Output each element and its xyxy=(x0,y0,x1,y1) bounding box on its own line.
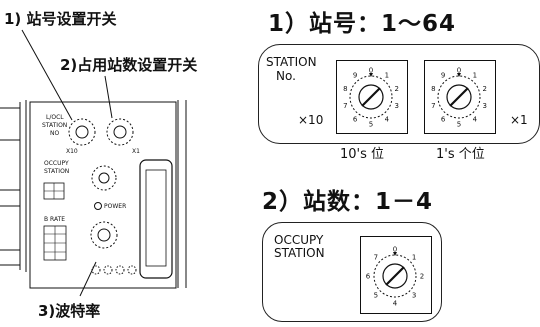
ones-rotary-switch[interactable]: 0 12 34 5 67 89 xyxy=(430,64,488,129)
dial-knob xyxy=(382,263,408,289)
dial-ring xyxy=(349,75,393,119)
dial-digit: 2 xyxy=(394,85,398,93)
dial-pointer xyxy=(369,73,373,77)
occupy-panel-title-line1: OCCUPY xyxy=(274,233,324,247)
dial-digit: 0 xyxy=(393,246,397,254)
dial-ring xyxy=(437,75,481,119)
tens-dial-frame xyxy=(336,60,408,134)
dial-digit: 3 xyxy=(412,292,416,300)
heading-station-count: 2）站数：1－4 xyxy=(262,189,434,215)
device-l-station-line1: L/OCL xyxy=(46,114,64,121)
dial-digit: 4 xyxy=(393,300,398,308)
dial-digit: 4 xyxy=(473,115,478,123)
dial-digit: 9 xyxy=(441,72,445,80)
device-x1-label: X1 xyxy=(132,148,140,155)
dial-pointer xyxy=(393,252,397,256)
dial-digit: 1 xyxy=(473,72,477,80)
dial-digit: 1 xyxy=(385,72,389,80)
dial-digit: 4 xyxy=(385,115,390,123)
device-l-station-line2: STATION xyxy=(42,122,68,129)
dial-slot xyxy=(361,87,381,107)
dial-ring xyxy=(373,254,417,298)
dial-digit: 5 xyxy=(374,292,378,300)
dial-digit: 6 xyxy=(441,115,446,123)
dial-digit: 3 xyxy=(482,102,486,110)
station-panel-x10: ×10 xyxy=(298,113,324,127)
heading-station-range: 1）站号：1～64 xyxy=(268,11,457,37)
station-panel-title-line1: STATION xyxy=(266,55,317,69)
dial-digit: 8 xyxy=(431,85,435,93)
dial-slot-highlight xyxy=(453,91,462,100)
station-panel-title-line2: No. xyxy=(276,69,296,83)
device-drawing xyxy=(0,29,187,297)
dial-digit: 7 xyxy=(431,102,435,110)
dial-knob xyxy=(446,84,472,110)
dial-digit: 5 xyxy=(369,121,373,129)
occupy-dial-frame xyxy=(360,236,432,314)
dial-digit: 0 xyxy=(457,67,461,75)
callout-occupied-station-switch: 2)占用站数设置开关 xyxy=(60,56,198,74)
dial-digit: 8 xyxy=(343,85,347,93)
tens-rotary-switch[interactable]: 0 12 34 5 67 89 xyxy=(342,64,400,129)
dial-digit: 2 xyxy=(482,85,486,93)
occupy-panel-title-line2: STATION xyxy=(274,246,325,260)
occupy-station-panel xyxy=(262,222,442,322)
device-occupy-line2: STATION xyxy=(44,168,70,175)
dial-slot-highlight xyxy=(389,270,398,279)
dial-digit: 9 xyxy=(353,72,357,80)
dial-digit: 7 xyxy=(374,253,378,261)
dial-knob xyxy=(358,84,384,110)
dial-digit: 6 xyxy=(366,273,371,281)
station-panel-ones-label: 1's 个位 xyxy=(436,147,485,162)
callout-baud-rate: 3)波特率 xyxy=(38,302,101,320)
dial-digit: 2 xyxy=(420,273,424,281)
dial-digit: 5 xyxy=(457,121,461,129)
dial-digit: 0 xyxy=(369,67,373,75)
dial-pointer xyxy=(457,73,461,77)
dial-digit: 3 xyxy=(394,102,398,110)
dial-slot-highlight xyxy=(365,91,374,100)
dial-digit: 6 xyxy=(353,115,358,123)
station-panel-tens-label: 10's 位 xyxy=(340,147,385,162)
device-l-station-line3: NO xyxy=(50,130,60,137)
dial-digit: 1 xyxy=(412,253,416,261)
dial-digit: 7 xyxy=(343,102,347,110)
device-x10-label: X10 xyxy=(66,148,78,155)
ones-dial-frame xyxy=(424,60,496,134)
station-panel-x1: ×1 xyxy=(510,113,528,127)
callout-station-no-switch: 1) 站号设置开关 xyxy=(4,10,117,28)
dial-slot xyxy=(385,266,405,286)
device-power-label: POWER xyxy=(104,203,127,210)
dial-slot xyxy=(449,87,469,107)
occupy-rotary-switch[interactable]: 0 1 2 3 4 5 6 7 xyxy=(366,242,424,308)
device-occupy-line1: OCCUPY xyxy=(44,160,69,167)
device-b-rate-label: B RATE xyxy=(44,216,66,223)
